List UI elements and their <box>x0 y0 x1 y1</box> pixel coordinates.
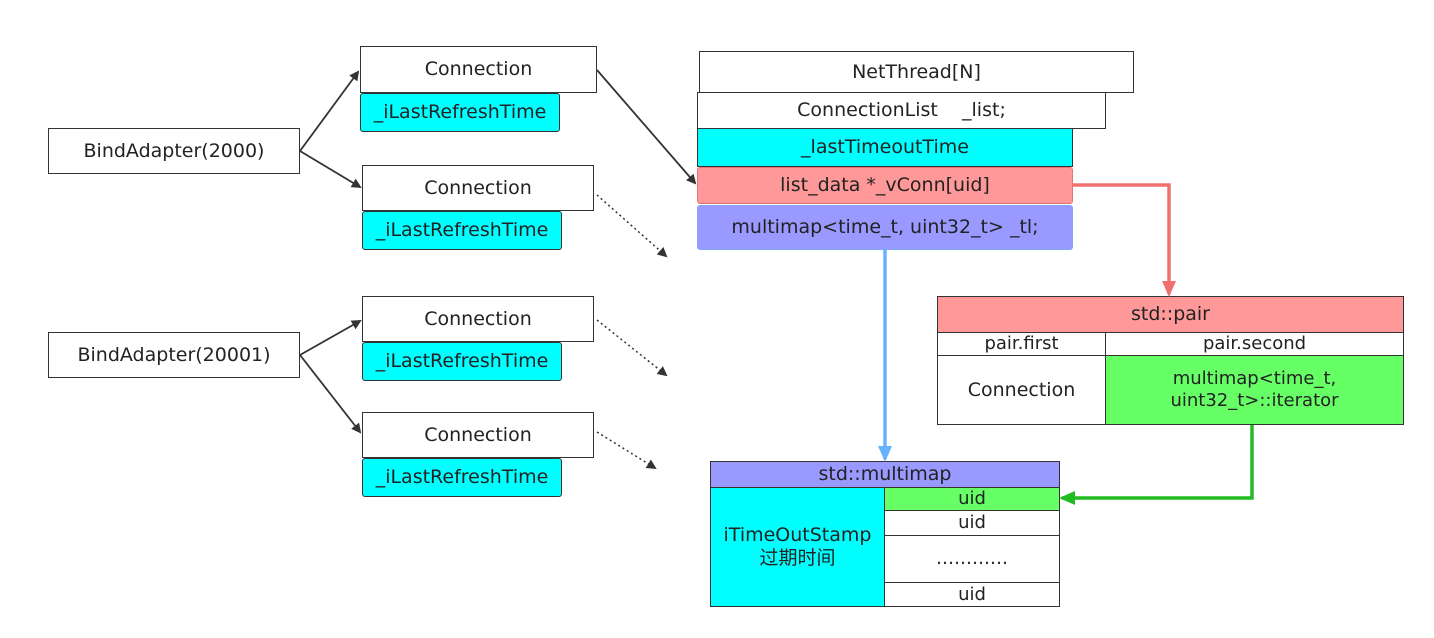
arrow-adapter2-conn4 <box>299 354 362 434</box>
last-timeout-time: _lastTimeoutTime <box>697 128 1073 167</box>
dotted-arrow-conn3 <box>596 319 668 377</box>
multimap-title: std::multimap <box>710 461 1060 488</box>
vconn-list-data: list_data *_vConn[uid] <box>697 167 1073 204</box>
arrow-adapter1-conn2 <box>299 150 362 189</box>
connection-box-2: Connection <box>362 165 594 211</box>
arrow-iterator-to-uid <box>1059 425 1254 505</box>
arrow-conn1-vconn <box>596 69 697 185</box>
multimap-uid-row-2: uid <box>884 510 1060 536</box>
dotted-arrow-conn4 <box>596 431 657 470</box>
connection-box-1: Connection <box>360 46 597 93</box>
multimap-uid-row-last: uid <box>884 582 1060 607</box>
pair-first-value: Connection <box>937 355 1106 425</box>
pair-second-header: pair.second <box>1105 332 1404 356</box>
connection-box-4: Connection <box>362 412 594 458</box>
bind-adapter-2000: BindAdapter(2000) <box>48 128 300 174</box>
pair-second-value: multimap<time_t, uint32_t>::iterator <box>1105 355 1404 425</box>
multimap-key-column: iTimeOutStamp 过期时间 <box>710 487 885 607</box>
connection-refresh-time-1: _iLastRefreshTime <box>360 93 560 132</box>
connection-refresh-time-4: _iLastRefreshTime <box>362 458 562 497</box>
arrow-adapter2-conn3 <box>299 320 362 356</box>
connection-list: ConnectionList _list; <box>697 92 1106 129</box>
connection-refresh-time-3: _iLastRefreshTime <box>362 342 562 381</box>
connection-box-3: Connection <box>362 296 594 342</box>
timeout-multimap-tl: multimap<time_t, uint32_t> _tl; <box>697 205 1073 250</box>
arrow-adapter1-conn1 <box>299 70 360 152</box>
bind-adapter-20001: BindAdapter(20001) <box>48 332 300 378</box>
netthread-title: NetThread[N] <box>699 51 1134 93</box>
connection-refresh-time-2: _iLastRefreshTime <box>362 211 562 250</box>
pair-first-header: pair.first <box>937 332 1106 356</box>
dotted-arrow-conn2 <box>596 194 668 258</box>
arrow-vconn-to-pair <box>1073 183 1176 297</box>
multimap-ellipsis-row: ………… <box>884 535 1060 583</box>
